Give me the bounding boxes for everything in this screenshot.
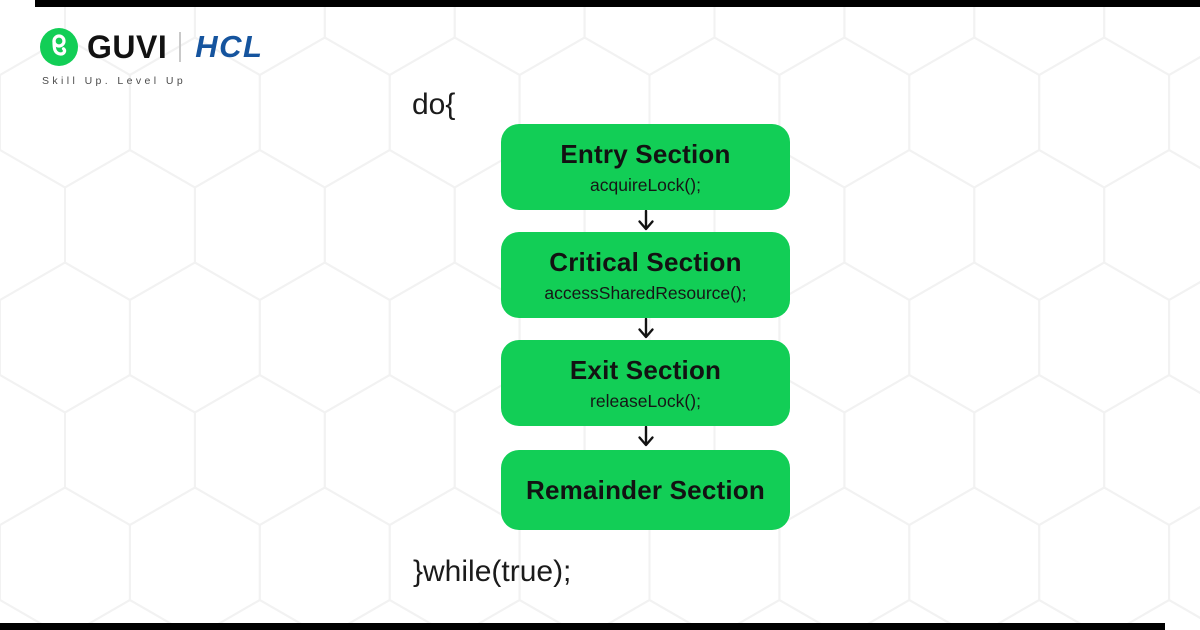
down-arrow-icon (637, 210, 654, 231)
step-code: accessSharedResource(); (544, 282, 747, 303)
guvi-wordmark: GUVI (87, 28, 168, 65)
code-while-close: }while(true); (413, 555, 572, 588)
step-title: Exit Section (569, 354, 722, 385)
brand-header: GUVI HCL Skill Up. Level Up (40, 28, 263, 87)
flowchart: Entry Section acquireLock(); Critical Se… (501, 124, 790, 530)
bottom-accent-bar (0, 623, 1165, 630)
flow-step-exit-section: Exit Section releaseLock(); (501, 340, 790, 426)
step-title: Remainder Section (526, 474, 765, 505)
guvi-logo-icon (40, 28, 78, 66)
flow-step-critical-section: Critical Section accessSharedResource(); (501, 232, 790, 318)
step-code: releaseLock(); (590, 390, 701, 411)
flow-step-entry-section: Entry Section acquireLock(); (501, 124, 790, 210)
flow-step-remainder-section: Remainder Section (501, 450, 790, 530)
code-do-open: do{ (412, 88, 456, 121)
down-arrow-icon (637, 318, 654, 339)
step-title: Entry Section (560, 138, 731, 169)
brand-tagline: Skill Up. Level Up (42, 75, 187, 87)
brand-logo-row: GUVI HCL (40, 28, 263, 66)
down-arrow-icon (637, 426, 654, 447)
top-accent-bar (35, 0, 1200, 7)
step-title: Critical Section (549, 246, 742, 277)
hcl-wordmark: HCL (195, 29, 264, 64)
step-code: acquireLock(); (590, 174, 701, 195)
brand-divider (179, 32, 182, 62)
